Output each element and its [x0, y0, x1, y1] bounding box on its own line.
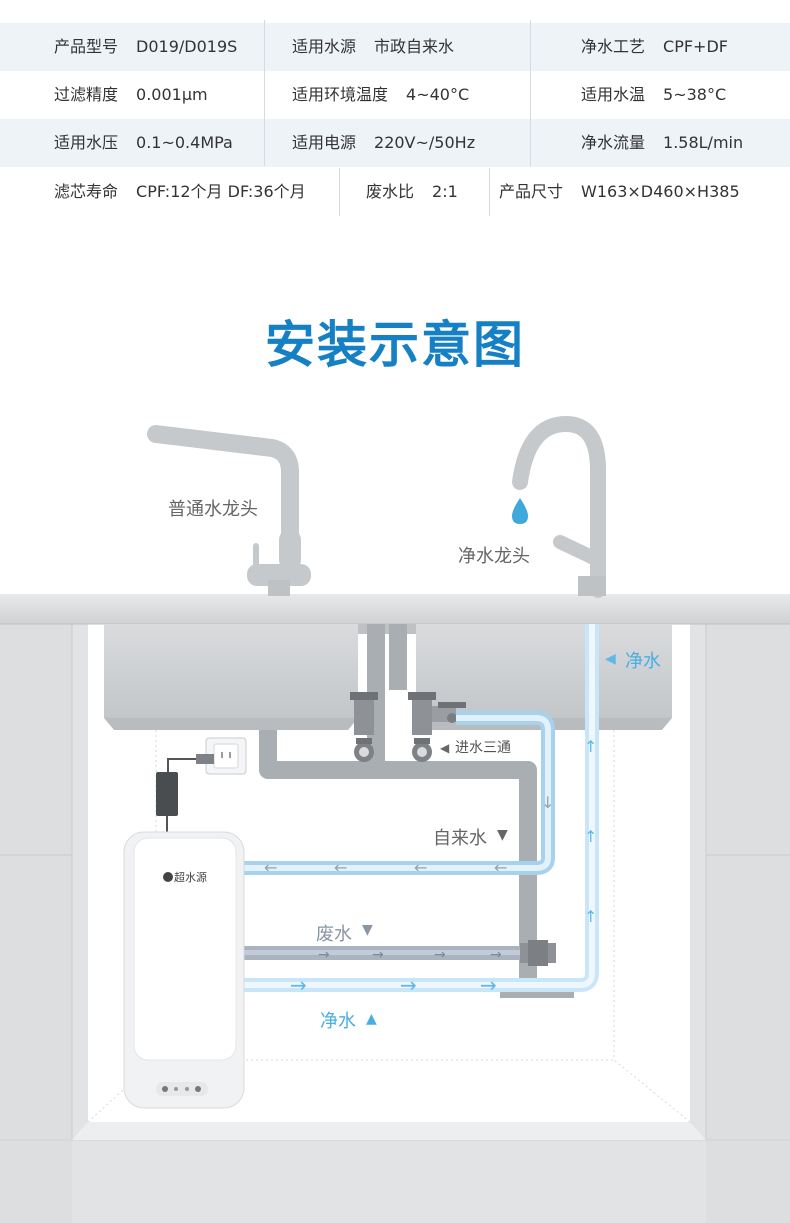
pure-water-pipe — [244, 624, 599, 992]
spec-cell: 适用电源 220V~/50Hz — [292, 119, 475, 167]
spec-row: 产品型号 D019/D019S 适用水源市政自来水 净水工艺 CPF+DF — [0, 23, 790, 71]
spec-label: 滤芯寿命 — [54, 182, 119, 201]
spec-table: 产品型号 D019/D019S 适用水源市政自来水 净水工艺 CPF+DF 过滤精度… — [0, 0, 790, 216]
spec-value: 5~38°C — [663, 85, 727, 104]
spec-value: 0.001μm — [136, 85, 208, 104]
spec-cell: 产品型号 D019/D019S — [54, 23, 237, 71]
spec-cell: 净水流量 1.58L/min — [581, 119, 743, 167]
spec-value: 1.58L/min — [663, 133, 744, 152]
column-divider — [530, 20, 531, 166]
spec-value: 220V~/50Hz — [374, 133, 476, 152]
normal-faucet-label: 普通水龙头 — [168, 499, 258, 520]
waste-water-pipe — [244, 940, 556, 966]
svg-text:↑: ↑ — [584, 907, 597, 926]
water-purifier — [123, 831, 245, 1109]
water-drop-icon — [512, 498, 528, 524]
column-divider — [489, 168, 490, 216]
countertop — [0, 594, 790, 625]
spec-value: 2:1 — [432, 182, 458, 201]
svg-text:→: → — [318, 947, 330, 963]
tap-water-pipe — [244, 711, 555, 875]
svg-text:↑: ↑ — [584, 827, 597, 846]
pure-faucet-label: 净水龙头 — [458, 546, 530, 567]
spec-cell: 滤芯寿命 CPF:12个月 DF:36个月 — [54, 168, 306, 216]
spec-label: 适用水温 — [581, 85, 646, 104]
spec-label: 产品型号 — [54, 37, 119, 56]
column-divider — [339, 168, 340, 216]
spec-label: 净水流量 — [581, 133, 646, 152]
spec-cell: 废水比 2:1 — [366, 168, 458, 216]
svg-text:→: → — [290, 973, 307, 997]
power-adapter — [156, 737, 247, 832]
svg-text:→: → — [490, 947, 502, 963]
spec-cell: 适用水压 0.1~0.4MPa — [54, 119, 233, 167]
spec-label: 净水工艺 — [581, 37, 646, 56]
svg-text:←: ← — [494, 858, 507, 877]
spec-cell: 适用水源市政自来水 — [292, 23, 454, 71]
spec-value: CPF:12个月 DF:36个月 — [136, 182, 306, 201]
spec-value: D019/D019S — [136, 37, 238, 56]
spec-cell: 产品尺寸 W163×D460×H385 — [499, 168, 740, 216]
svg-text:▼: ▼ — [362, 922, 373, 938]
svg-text:→: → — [400, 973, 417, 997]
diagram-drawing: ← ← ← ← ↓ → → → → → → → ↑ ↑ ↑ ◀ ◀ ▼ ▼ ▲ — [0, 415, 790, 1223]
spec-cell: 净水工艺 CPF+DF — [581, 23, 728, 71]
spec-label: 适用环境温度 — [292, 85, 389, 104]
spec-value: CPF+DF — [663, 37, 728, 56]
page-title: 安装示意图 — [265, 316, 525, 374]
pure-water-top-label: 净水 — [625, 651, 661, 672]
svg-text:◀: ◀ — [605, 651, 616, 667]
spec-value: 0.1~0.4MPa — [136, 133, 233, 152]
installation-diagram: ← ← ← ← ↓ → → → → → → → ↑ ↑ ↑ ◀ ◀ ▼ ▼ ▲ — [0, 400, 790, 1223]
flow-arrows: ← ← ← ← ↓ → → → → → → → ↑ ↑ ↑ ◀ ◀ ▼ ▼ ▲ — [264, 651, 616, 1027]
svg-text:←: ← — [414, 858, 427, 877]
svg-text:◀: ◀ — [440, 741, 450, 755]
angle-valves — [350, 692, 466, 762]
pure-faucet — [512, 415, 606, 598]
sink — [104, 624, 672, 730]
spec-label: 适用水压 — [54, 133, 119, 152]
pure-water-bottom-label: 净水 — [320, 1011, 356, 1032]
inlet-tee-label: 进水三通 — [455, 740, 511, 756]
spec-label: 产品尺寸 — [499, 182, 564, 201]
svg-text:→: → — [480, 973, 497, 997]
spec-value: 4~40°C — [406, 85, 470, 104]
normal-faucet — [147, 425, 311, 596]
spec-row: 滤芯寿命 CPF:12个月 DF:36个月 废水比 2:1 产品尺寸 W163×D46… — [0, 168, 790, 216]
spec-label: 适用电源 — [292, 133, 357, 152]
spec-cell: 过滤精度 0.001μm — [54, 71, 208, 119]
svg-text:←: ← — [334, 858, 347, 877]
spec-value: W163×D460×H385 — [581, 182, 740, 201]
svg-text:▼: ▼ — [497, 827, 508, 843]
svg-text:←: ← — [264, 858, 277, 877]
svg-text:▲: ▲ — [366, 1011, 377, 1027]
spec-label: 适用水源 — [292, 37, 357, 56]
spec-value: 市政自来水 — [374, 37, 455, 56]
svg-text:→: → — [434, 947, 446, 963]
spec-row: 适用水压 0.1~0.4MPa 适用电源 220V~/50Hz 净水流量 1.58L/… — [0, 119, 790, 167]
column-divider — [264, 20, 265, 166]
svg-text:↑: ↑ — [584, 737, 597, 756]
spec-label: 过滤精度 — [54, 85, 119, 104]
waste-water-label: 废水 — [316, 924, 352, 945]
tap-water-label: 自来水 — [433, 828, 487, 849]
spec-cell: 适用水温 5~38°C — [581, 71, 726, 119]
spec-label: 废水比 — [366, 182, 415, 201]
svg-text:→: → — [372, 947, 384, 963]
spec-row: 过滤精度 0.001μm 适用环境温度 4~40°C 适用水温 5~38°C — [0, 71, 790, 119]
spec-cell: 适用环境温度 4~40°C — [292, 71, 469, 119]
svg-text:↓: ↓ — [541, 793, 554, 812]
brand-logo: 超水源 — [174, 871, 207, 884]
